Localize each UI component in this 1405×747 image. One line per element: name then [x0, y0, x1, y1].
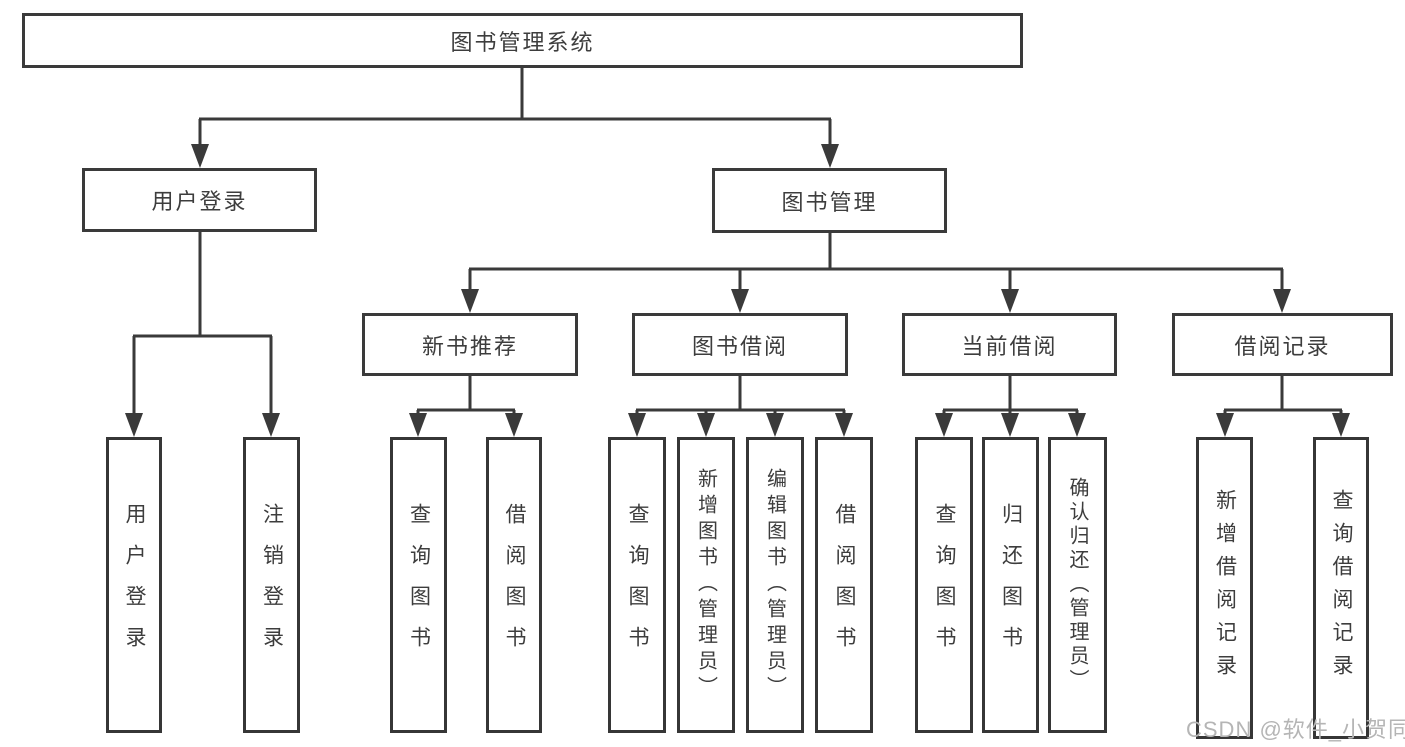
node-leaf-query-books-1: 查询图书	[390, 437, 447, 733]
node-leaf-query-books-2: 查询图书	[608, 437, 666, 733]
node-library-system: 图书管理系统	[22, 13, 1023, 68]
node-current-borrow: 当前借阅	[902, 313, 1117, 376]
node-leaf-logout: 注销登录	[243, 437, 300, 733]
node-book-management: 图书管理	[712, 168, 947, 233]
node-leaf-borrow-books-1: 借阅图书	[486, 437, 542, 733]
node-book-borrow: 图书借阅	[632, 313, 848, 376]
node-borrow-records: 借阅记录	[1172, 313, 1393, 376]
node-leaf-add-books-admin: 新增图书（管理员）	[677, 437, 735, 733]
node-leaf-query-borrow-record: 查询借阅记录	[1313, 437, 1369, 739]
node-leaf-edit-books-admin: 编辑图书（管理员）	[746, 437, 804, 733]
node-leaf-borrow-books-2: 借阅图书	[815, 437, 873, 733]
node-leaf-query-books-3: 查询图书	[915, 437, 973, 733]
node-leaf-add-borrow-record: 新增借阅记录	[1196, 437, 1253, 739]
node-user-login: 用户登录	[82, 168, 317, 232]
node-leaf-return-books: 归还图书	[982, 437, 1039, 733]
node-leaf-confirm-return-admin: 确认归还（管理员）	[1048, 437, 1107, 733]
node-new-book-recommend: 新书推荐	[362, 313, 578, 376]
arrowheads	[125, 144, 1350, 437]
node-leaf-user-login: 用户登录	[106, 437, 162, 733]
watermark-text: CSDN @软件_小贺同学	[1186, 717, 1405, 742]
